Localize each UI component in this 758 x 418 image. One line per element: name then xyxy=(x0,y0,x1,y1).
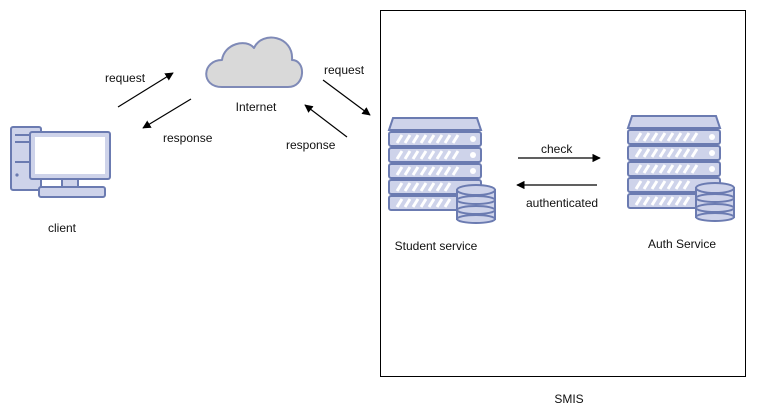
smis-label: SMIS xyxy=(554,392,584,406)
arrow-internet-to-client xyxy=(142,98,192,129)
label-client-request: request xyxy=(105,71,146,85)
label-client-response: response xyxy=(163,131,213,145)
label-check: check xyxy=(541,142,573,156)
label-smis-response: response xyxy=(286,138,336,152)
auth-service-label: Auth Service xyxy=(647,237,717,251)
arrow-internet-to-smis xyxy=(322,79,371,116)
student-service-label: Student service xyxy=(394,239,478,253)
smis-boundary xyxy=(380,10,746,377)
arrow-smis-to-internet xyxy=(304,104,348,138)
internet-label: Internet xyxy=(235,100,277,114)
label-authenticated: authenticated xyxy=(526,196,599,210)
label-smis-request: request xyxy=(324,63,365,77)
client-label: client xyxy=(47,221,77,235)
arrow-client-to-internet xyxy=(117,72,174,108)
